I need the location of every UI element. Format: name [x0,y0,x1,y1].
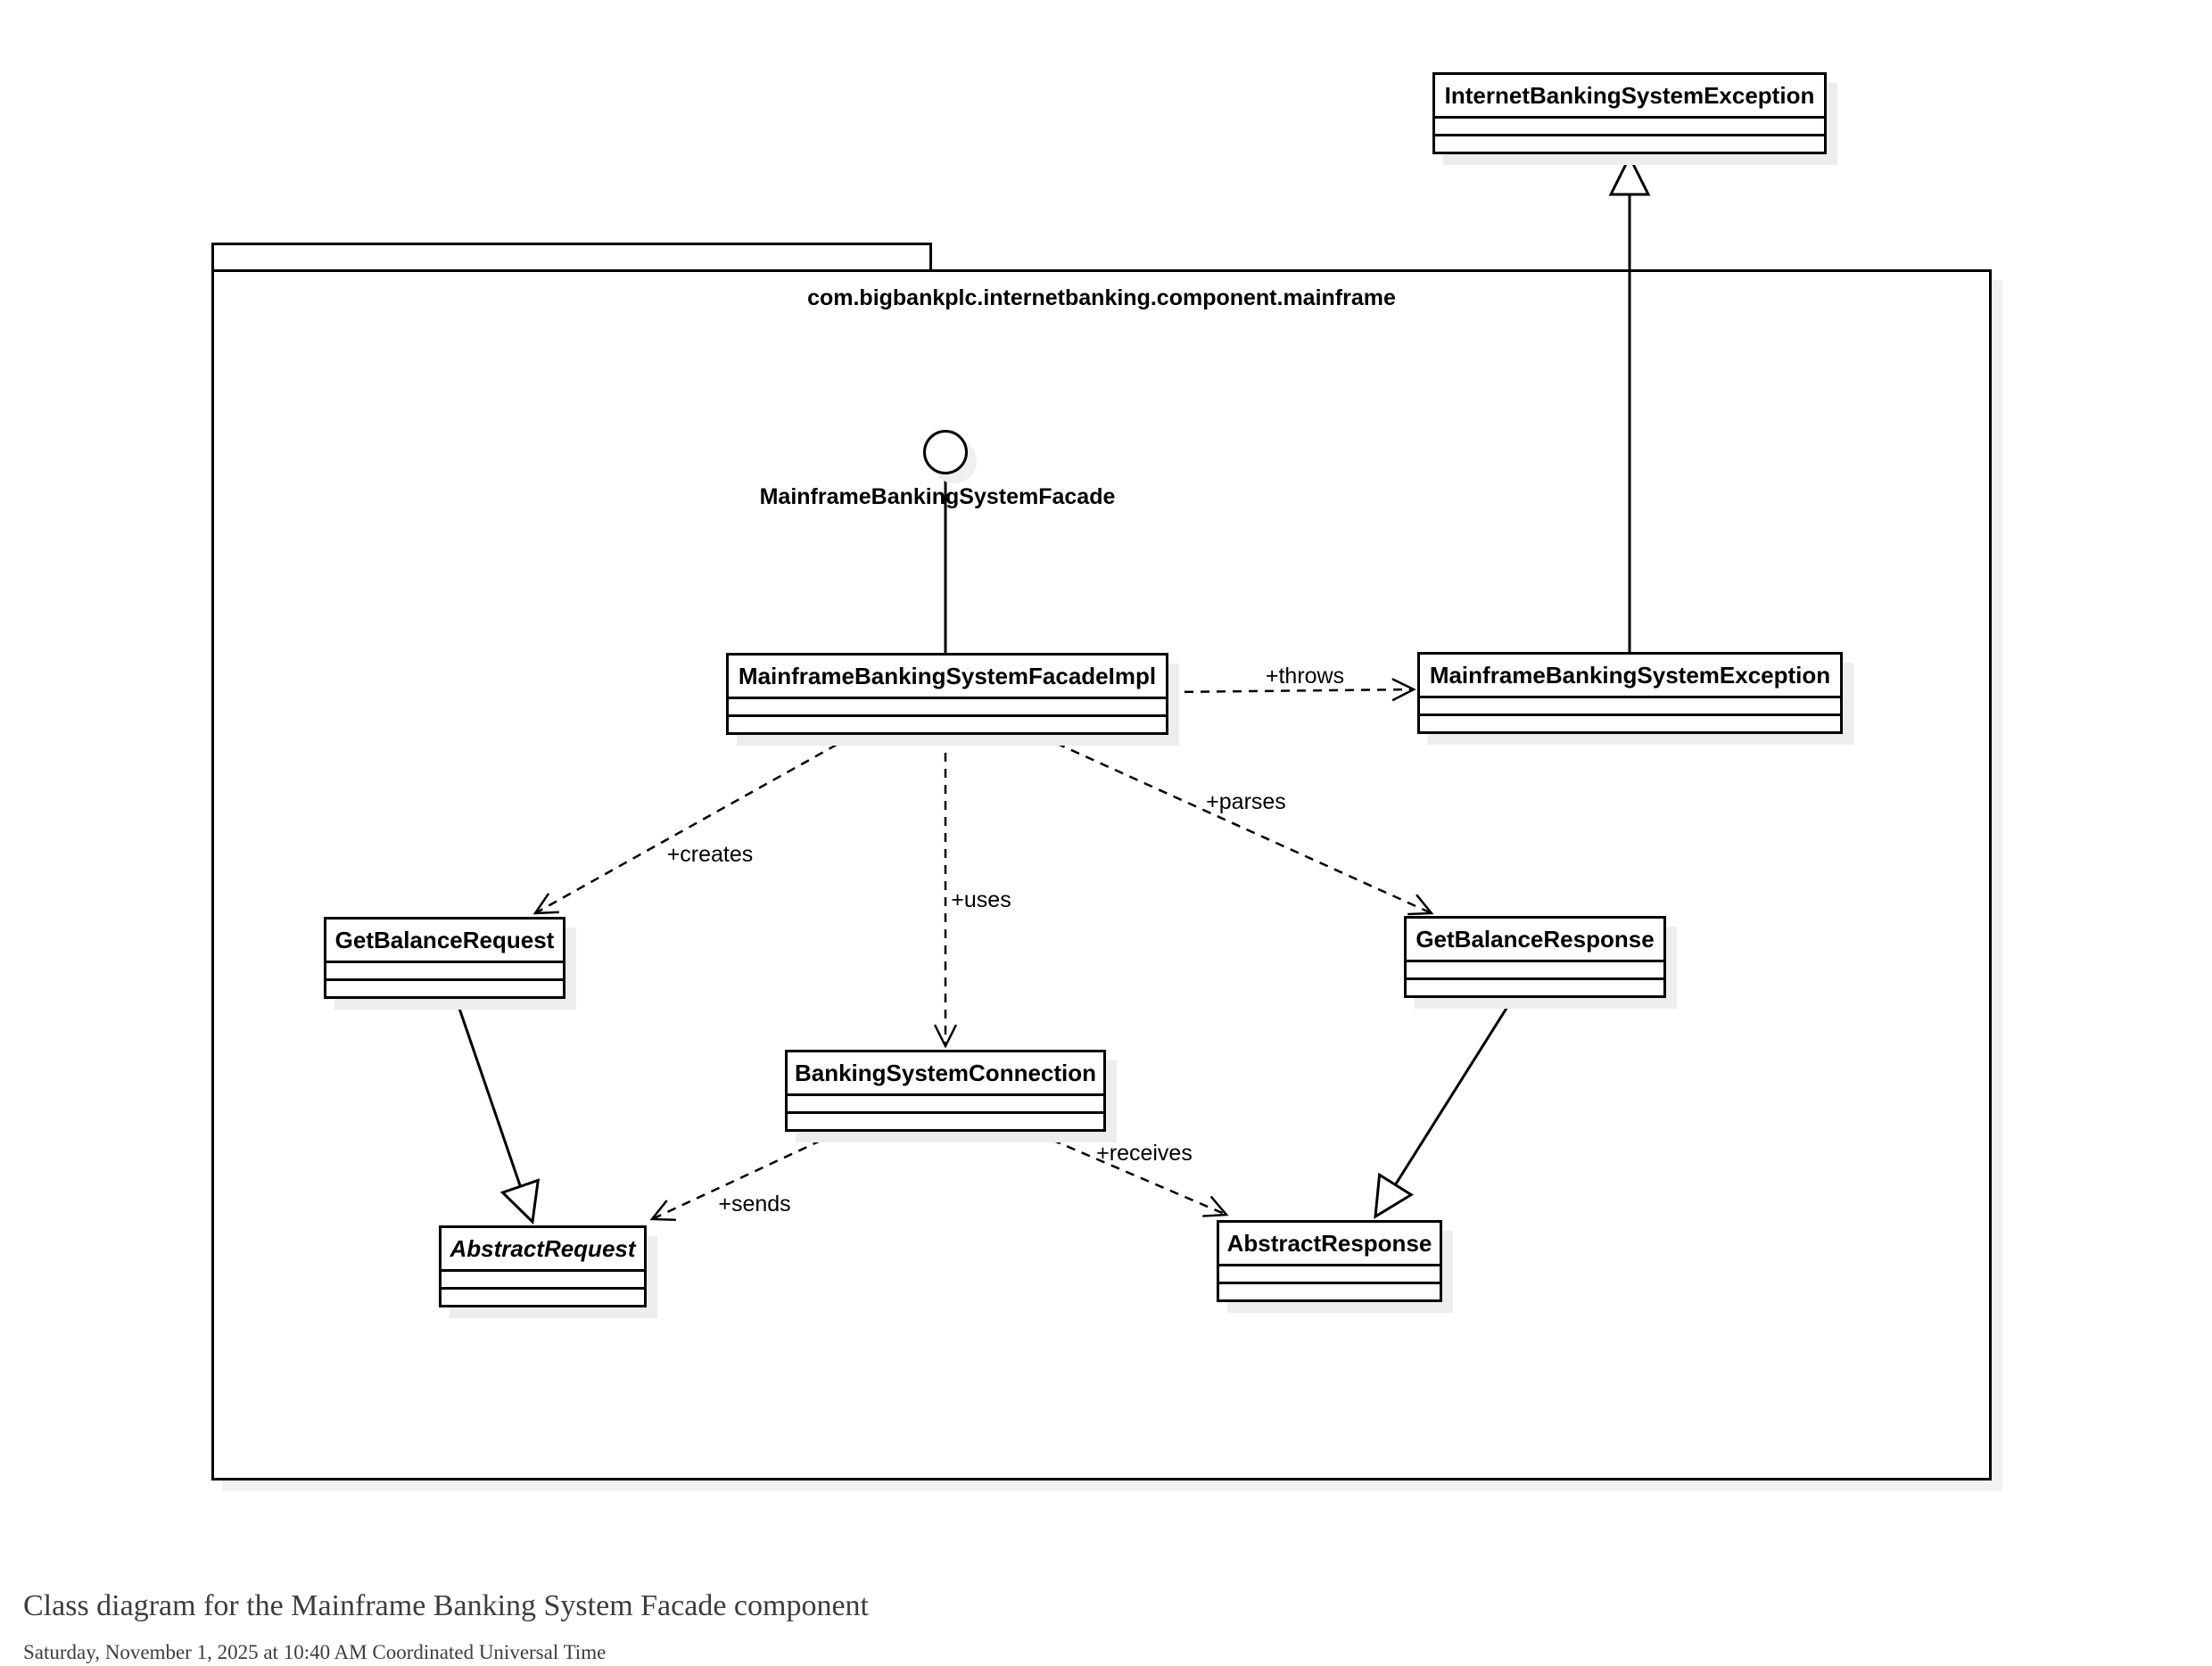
diagram-timestamp: Saturday, November 1, 2025 at 10:40 AM C… [23,1641,607,1663]
creates-label: +creates [666,842,754,867]
interface-lollipop-icon[interactable] [923,430,968,474]
diagram-title: Class diagram for the Mainframe Banking … [23,1589,869,1622]
methods-compartment [788,1114,1103,1129]
creates-edge [532,735,852,915]
methods-compartment [1420,716,1840,731]
class-box-abstract-response[interactable]: AbstractResponse [1217,1220,1442,1302]
methods-compartment [326,981,563,996]
package-tab [211,243,932,272]
sends-label: +sends [718,1192,791,1217]
receives-label: +receives [1096,1141,1193,1166]
parses-edge [1041,735,1434,916]
class-box-banking-system-connection[interactable]: BankingSystemConnection [785,1050,1106,1132]
throws-edge [1168,678,1416,702]
attributes-compartment [442,1272,644,1290]
class-box-mainframe-banking-system-exception[interactable]: MainframeBankingSystemException [1417,652,1843,734]
methods-compartment [1407,980,1663,995]
package-label: com.bigbankplc.internetbanking.component… [807,285,1396,310]
attributes-compartment [1407,962,1663,980]
class-box-mainframe-banking-system-facade-impl[interactable]: MainframeBankingSystemFacadeImpl [726,653,1168,735]
package-frame [211,269,1992,1480]
class-name: AbstractRequest [442,1228,644,1272]
class-name: InternetBankingSystemException [1435,75,1824,119]
receives-edge [1036,1132,1229,1217]
parses-label: +parses [1206,789,1286,814]
attributes-compartment [1219,1266,1440,1284]
sends-edge [649,1132,837,1221]
methods-compartment [442,1290,644,1305]
class-box-internet-banking-system-exception[interactable]: InternetBankingSystemException [1432,72,1827,154]
attributes-compartment [788,1096,1103,1114]
attributes-compartment [1435,119,1824,136]
uses-label: +uses [951,887,1011,912]
class-name: AbstractResponse [1219,1223,1440,1266]
attributes-compartment [729,699,1166,717]
class-name: GetBalanceResponse [1407,919,1663,962]
class-name: GetBalanceRequest [326,920,563,963]
inheritance-edge-response [1374,999,1514,1219]
attributes-compartment [326,963,563,981]
class-name: MainframeBankingSystemFacadeImpl [729,656,1166,699]
class-name: BankingSystemConnection [788,1052,1103,1096]
inheritance-edge-request [455,1000,541,1225]
class-name: MainframeBankingSystemException [1420,655,1840,698]
throws-label: +throws [1265,664,1345,689]
interface-label: MainframeBankingSystemFacade [759,484,1116,509]
methods-compartment [1219,1284,1440,1299]
methods-compartment [1435,136,1824,152]
attributes-compartment [1420,698,1840,716]
class-box-abstract-request[interactable]: AbstractRequest [439,1225,647,1307]
class-box-get-balance-request[interactable]: GetBalanceRequest [324,917,565,999]
class-box-get-balance-response[interactable]: GetBalanceResponse [1404,916,1666,998]
methods-compartment [729,717,1166,732]
